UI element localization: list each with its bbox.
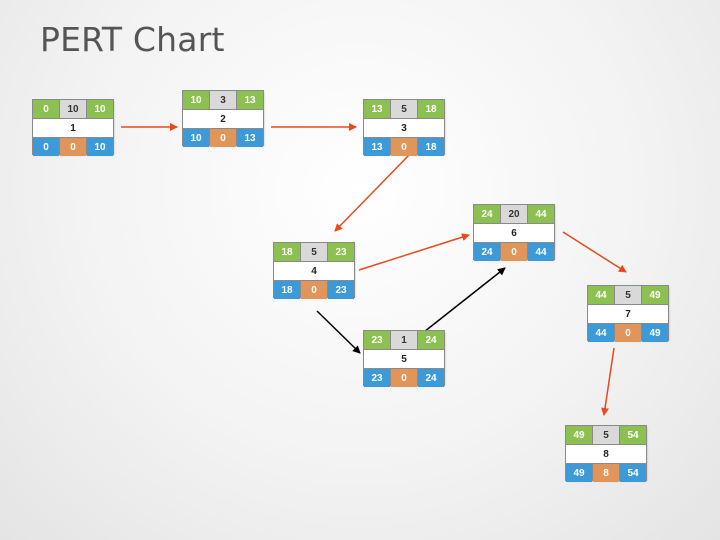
pert-node-8[interactable]: 49 5 54 8 49 8 54 xyxy=(566,426,646,482)
late-start: 44 xyxy=(588,324,614,342)
early-start: 49 xyxy=(566,426,592,444)
early-start: 24 xyxy=(474,205,500,223)
early-finish: 54 xyxy=(620,426,646,444)
pert-node-3[interactable]: 13 5 18 3 13 0 18 xyxy=(364,100,444,156)
early-start: 10 xyxy=(183,91,209,109)
task-id: 6 xyxy=(474,224,554,242)
early-finish: 18 xyxy=(418,100,444,118)
late-start: 10 xyxy=(183,129,209,147)
arrow-6-to-7 xyxy=(562,231,627,273)
pert-node-2[interactable]: 10 3 13 2 10 0 13 xyxy=(183,91,263,147)
arrow-3-to-4 xyxy=(334,152,412,232)
pert-node-1[interactable]: 0 10 10 1 0 0 10 xyxy=(33,100,113,156)
early-start: 23 xyxy=(364,331,390,349)
late-finish: 54 xyxy=(620,464,646,482)
late-finish: 13 xyxy=(237,129,263,147)
late-finish: 24 xyxy=(418,369,444,387)
slack: 8 xyxy=(593,464,619,482)
pert-node-7[interactable]: 44 5 49 7 44 0 49 xyxy=(588,286,668,342)
late-finish: 49 xyxy=(642,324,668,342)
early-finish: 13 xyxy=(237,91,263,109)
slack: 0 xyxy=(391,138,417,156)
late-start: 24 xyxy=(474,243,500,261)
early-start: 44 xyxy=(588,286,614,304)
task-id: 3 xyxy=(364,119,444,137)
task-id: 7 xyxy=(588,305,668,323)
early-finish: 24 xyxy=(418,331,444,349)
late-start: 49 xyxy=(566,464,592,482)
page-title: PERT Chart xyxy=(40,20,225,59)
duration: 3 xyxy=(210,91,236,109)
early-finish: 44 xyxy=(528,205,554,223)
slack: 0 xyxy=(60,138,86,156)
duration: 5 xyxy=(391,100,417,118)
duration: 5 xyxy=(301,243,327,261)
slack: 0 xyxy=(615,324,641,342)
early-start: 18 xyxy=(274,243,300,261)
task-id: 4 xyxy=(274,262,354,280)
late-finish: 44 xyxy=(528,243,554,261)
early-finish: 23 xyxy=(328,243,354,261)
late-start: 0 xyxy=(33,138,59,156)
arrow-5-to-6 xyxy=(409,267,506,344)
arrow-4-to-6 xyxy=(358,233,470,271)
task-id: 5 xyxy=(364,350,444,368)
early-start: 0 xyxy=(33,100,59,118)
duration: 5 xyxy=(615,286,641,304)
early-finish: 49 xyxy=(642,286,668,304)
late-start: 13 xyxy=(364,138,390,156)
task-id: 1 xyxy=(33,119,113,137)
slack: 0 xyxy=(391,369,417,387)
late-finish: 18 xyxy=(418,138,444,156)
slack: 0 xyxy=(210,129,236,147)
early-finish: 10 xyxy=(87,100,113,118)
late-finish: 23 xyxy=(328,281,354,299)
duration: 5 xyxy=(593,426,619,444)
duration: 1 xyxy=(391,331,417,349)
late-finish: 10 xyxy=(87,138,113,156)
arrow-4-to-5 xyxy=(316,310,361,354)
pert-node-6[interactable]: 24 20 44 6 24 0 44 xyxy=(474,205,554,261)
task-id: 8 xyxy=(566,445,646,463)
duration: 10 xyxy=(60,100,86,118)
duration: 20 xyxy=(501,205,527,223)
pert-node-4[interactable]: 18 5 23 4 18 0 23 xyxy=(274,243,354,299)
task-id: 2 xyxy=(183,110,263,128)
early-start: 13 xyxy=(364,100,390,118)
late-start: 23 xyxy=(364,369,390,387)
slack: 0 xyxy=(501,243,527,261)
arrow-7-to-8 xyxy=(601,347,615,416)
late-start: 18 xyxy=(274,281,300,299)
slack: 0 xyxy=(301,281,327,299)
pert-node-5[interactable]: 23 1 24 5 23 0 24 xyxy=(364,331,444,387)
